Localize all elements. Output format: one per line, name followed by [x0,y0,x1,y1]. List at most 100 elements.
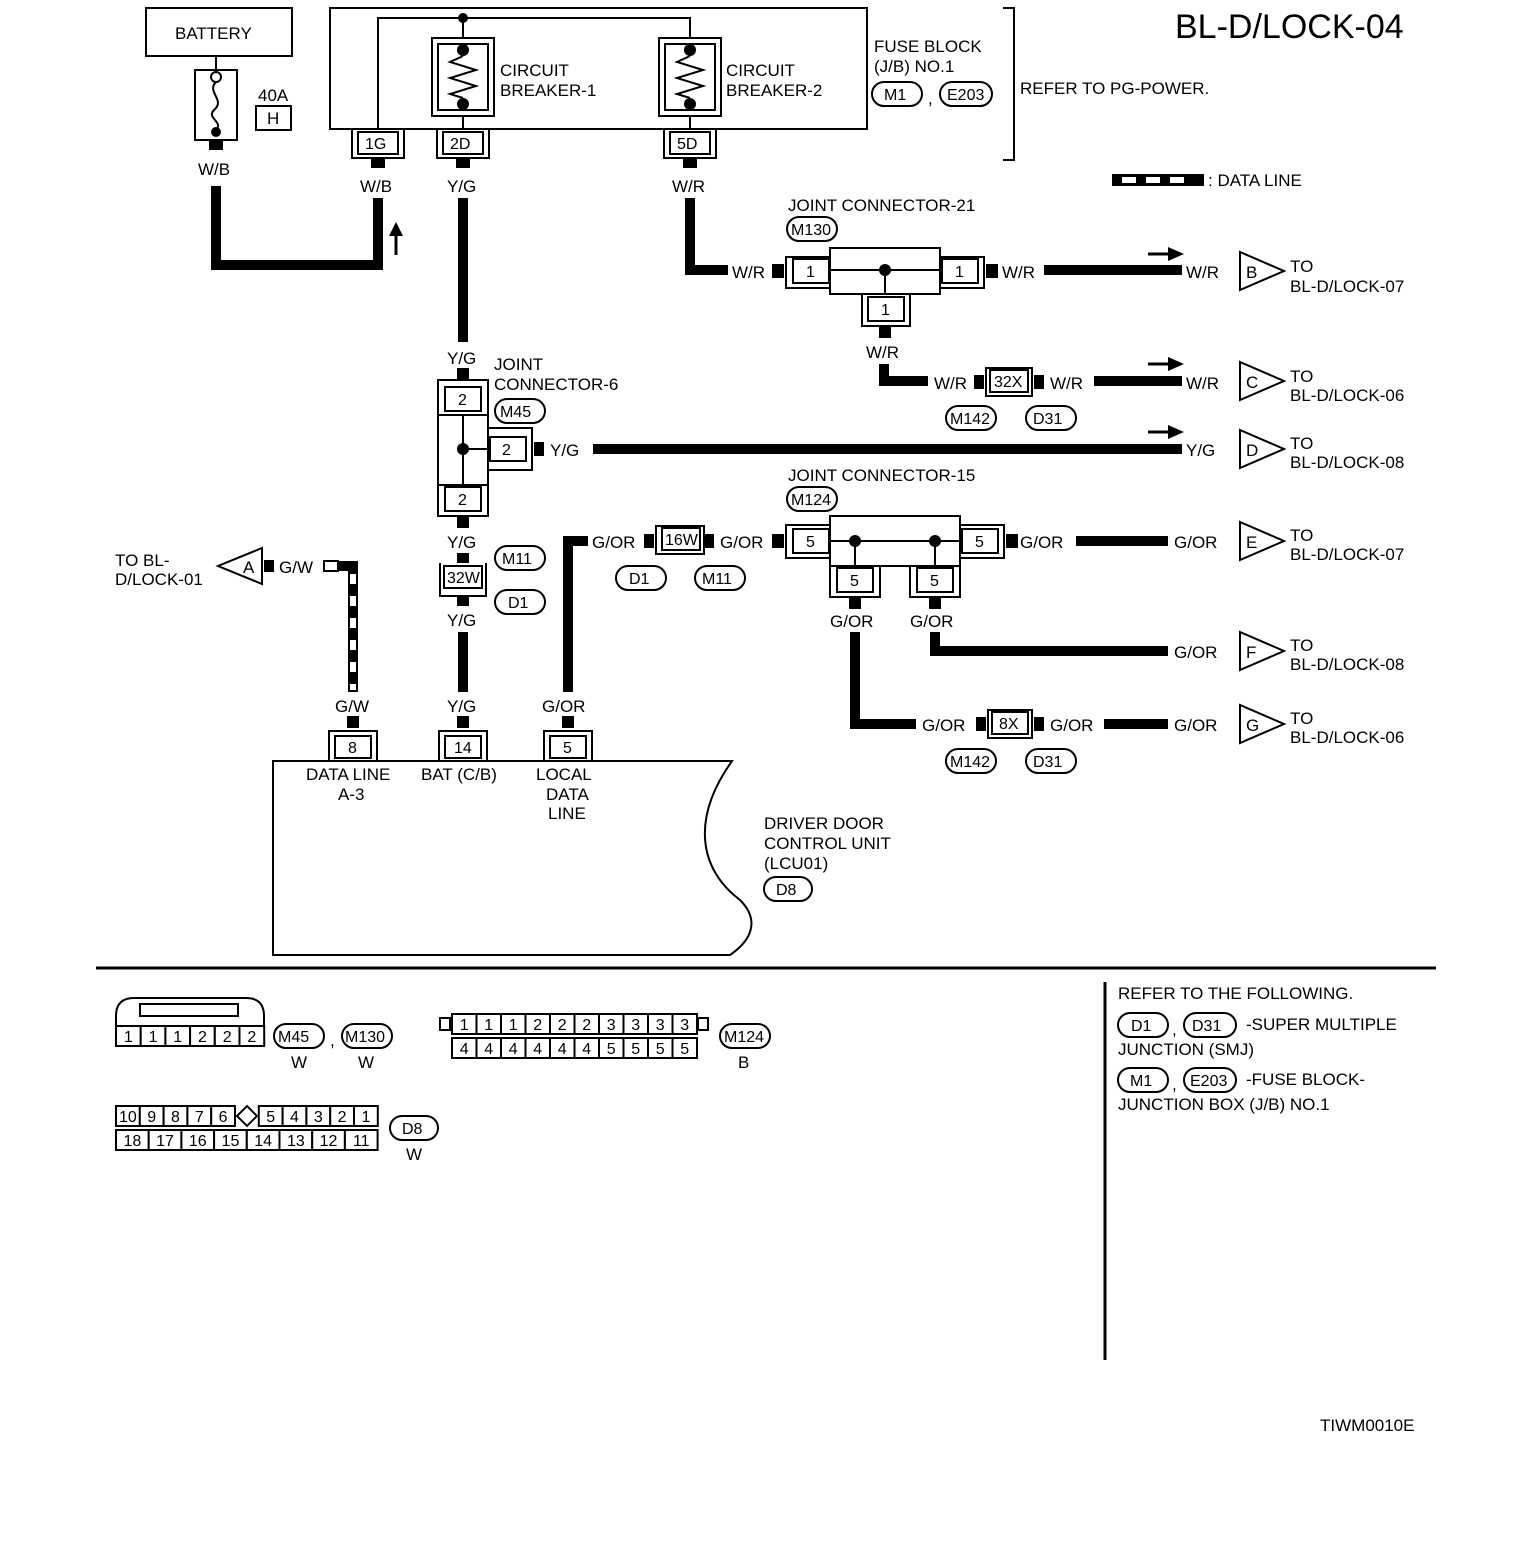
svg-text:D: D [1246,441,1258,460]
wire-color-label: G/OR [910,612,953,631]
terminal-2d: 2D [436,129,490,168]
svg-text:32W: 32W [447,570,481,587]
wire-gor [563,536,588,692]
pin-label: 3 [631,1017,640,1034]
pin-label: 5 [656,1041,665,1058]
breaker2-label: BREAKER-2 [726,81,822,100]
svg-text:JUNCTION BOX (J/B) NO.1: JUNCTION BOX (J/B) NO.1 [1118,1095,1330,1114]
svg-text:5: 5 [850,573,859,590]
separator: , [330,1031,335,1050]
pin-label: 7 [195,1109,204,1126]
pin-label: 3 [680,1017,689,1034]
svg-text:TO: TO [1290,526,1313,545]
pin-label: 4 [533,1041,542,1058]
wire-color-label: W/R [1186,263,1219,282]
fuse-block-label: FUSE BLOCK [874,37,982,56]
inline-connector-8x: 8X [987,709,1033,739]
breaker2-label: CIRCUIT [726,61,795,80]
svg-text:A: A [243,558,255,577]
pin-label: 1 [460,1017,469,1034]
refer-panel: REFER TO THE FOLLOWING. D1 , D31 -SUPER … [1117,984,1397,1114]
wire-color-label: W/R [866,343,899,362]
inline-connector-16w: 16W [655,525,705,555]
inline-connector-32w: 32W [439,563,487,597]
pin-label: 1 [173,1029,182,1046]
svg-text:5D: 5D [677,136,697,153]
connector-id: M130 [791,222,831,239]
pin-label: 4 [290,1109,299,1126]
svg-text:BL-D/LOCK-08: BL-D/LOCK-08 [1290,655,1404,674]
wire-color-label: G/OR [1020,533,1063,552]
svg-text:TO: TO [1290,709,1313,728]
svg-text:5: 5 [563,740,572,757]
pin-label: 9 [147,1109,156,1126]
fuse-block: CIRCUIT BREAKER-1 CIRCUIT BREAKER-2 [329,7,868,130]
svg-text:D8: D8 [776,882,797,899]
refer-pg-power: REFER TO PG-POWER. [1020,79,1209,98]
pin-label: 5 [631,1041,640,1058]
svg-text:,: , [1172,1075,1177,1094]
svg-text:BAT (C/B): BAT (C/B) [421,765,497,784]
pin-label: 4 [558,1041,567,1058]
pin-label: 2 [558,1017,567,1034]
joint-connector-6: 2 2 2 [437,379,533,517]
wire-color-label: G/OR [922,716,965,735]
wire-color-label: G/OR [1174,533,1217,552]
wire-color-label: Y/G [447,611,476,630]
wire-color-label: W/R [1050,374,1083,393]
joint15-label: JOINT CONNECTOR-15 [788,466,975,485]
svg-text:TO: TO [1290,367,1313,386]
svg-text:1G: 1G [365,136,386,153]
pin-label: 2 [338,1109,347,1126]
connector-id: M142 [950,411,990,428]
joint6-label: JOINT [494,355,543,374]
pin-label-cell [210,1105,236,1127]
connector-color: W [358,1053,374,1072]
svg-text:14: 14 [454,740,472,757]
connector-id: D31 [1033,754,1062,771]
svg-text:2: 2 [502,442,511,459]
svg-text:TO: TO [1290,636,1313,655]
svg-text:DRIVER DOOR: DRIVER DOOR [764,814,884,833]
connector-id: M124 [724,1029,764,1046]
pin-label: 11 [353,1133,370,1150]
wire-color-label: G/OR [592,533,635,552]
fuse-amp-label: 40A [258,86,289,105]
svg-text:5: 5 [930,573,939,590]
svg-text:DATA: DATA [546,785,589,804]
pin-label: 4 [484,1041,493,1058]
fuse-id-label: H [267,109,279,128]
svg-text:BL-D/LOCK-08: BL-D/LOCK-08 [1290,453,1404,472]
wire-color-label: W/R [1186,374,1219,393]
wire-color-label: G/W [279,558,313,577]
pin-label: 2 [247,1029,256,1046]
svg-text:-FUSE BLOCK-: -FUSE BLOCK- [1246,1070,1365,1089]
offpage-connector-g: G TO BL-D/LOCK-06 [1239,703,1404,747]
wire-color-label: W/R [934,374,967,393]
pin-label: 1 [361,1109,370,1126]
svg-text:BL-D/LOCK-06: BL-D/LOCK-06 [1290,386,1404,405]
wire-gor [930,632,1168,656]
pin-label: 2 [533,1017,542,1034]
wire-color-label: G/OR [542,697,585,716]
pin-label: 15 [222,1133,240,1150]
breaker1-label: BREAKER-1 [500,81,596,100]
pin-label: 5 [266,1109,275,1126]
svg-text:F: F [1246,643,1256,662]
pin-label: 4 [509,1041,518,1058]
svg-text:8: 8 [348,740,357,757]
svg-text:32X: 32X [994,374,1023,391]
page-title: BL-D/LOCK-04 [1175,8,1404,46]
svg-text:BL-D/LOCK-07: BL-D/LOCK-07 [1290,277,1404,296]
svg-text:D/LOCK-01: D/LOCK-01 [115,570,203,589]
wire-color-label: Y/G [447,697,476,716]
wire-color-label: G/OR [720,533,763,552]
offpage-connector-f: F TO BL-D/LOCK-08 [1239,630,1404,674]
pin-label-cell [353,1105,379,1127]
connector-id: M45 [278,1029,309,1046]
pin-label: 13 [287,1133,305,1150]
wire-color-label: G/OR [1174,643,1217,662]
svg-text:C: C [1246,373,1258,392]
